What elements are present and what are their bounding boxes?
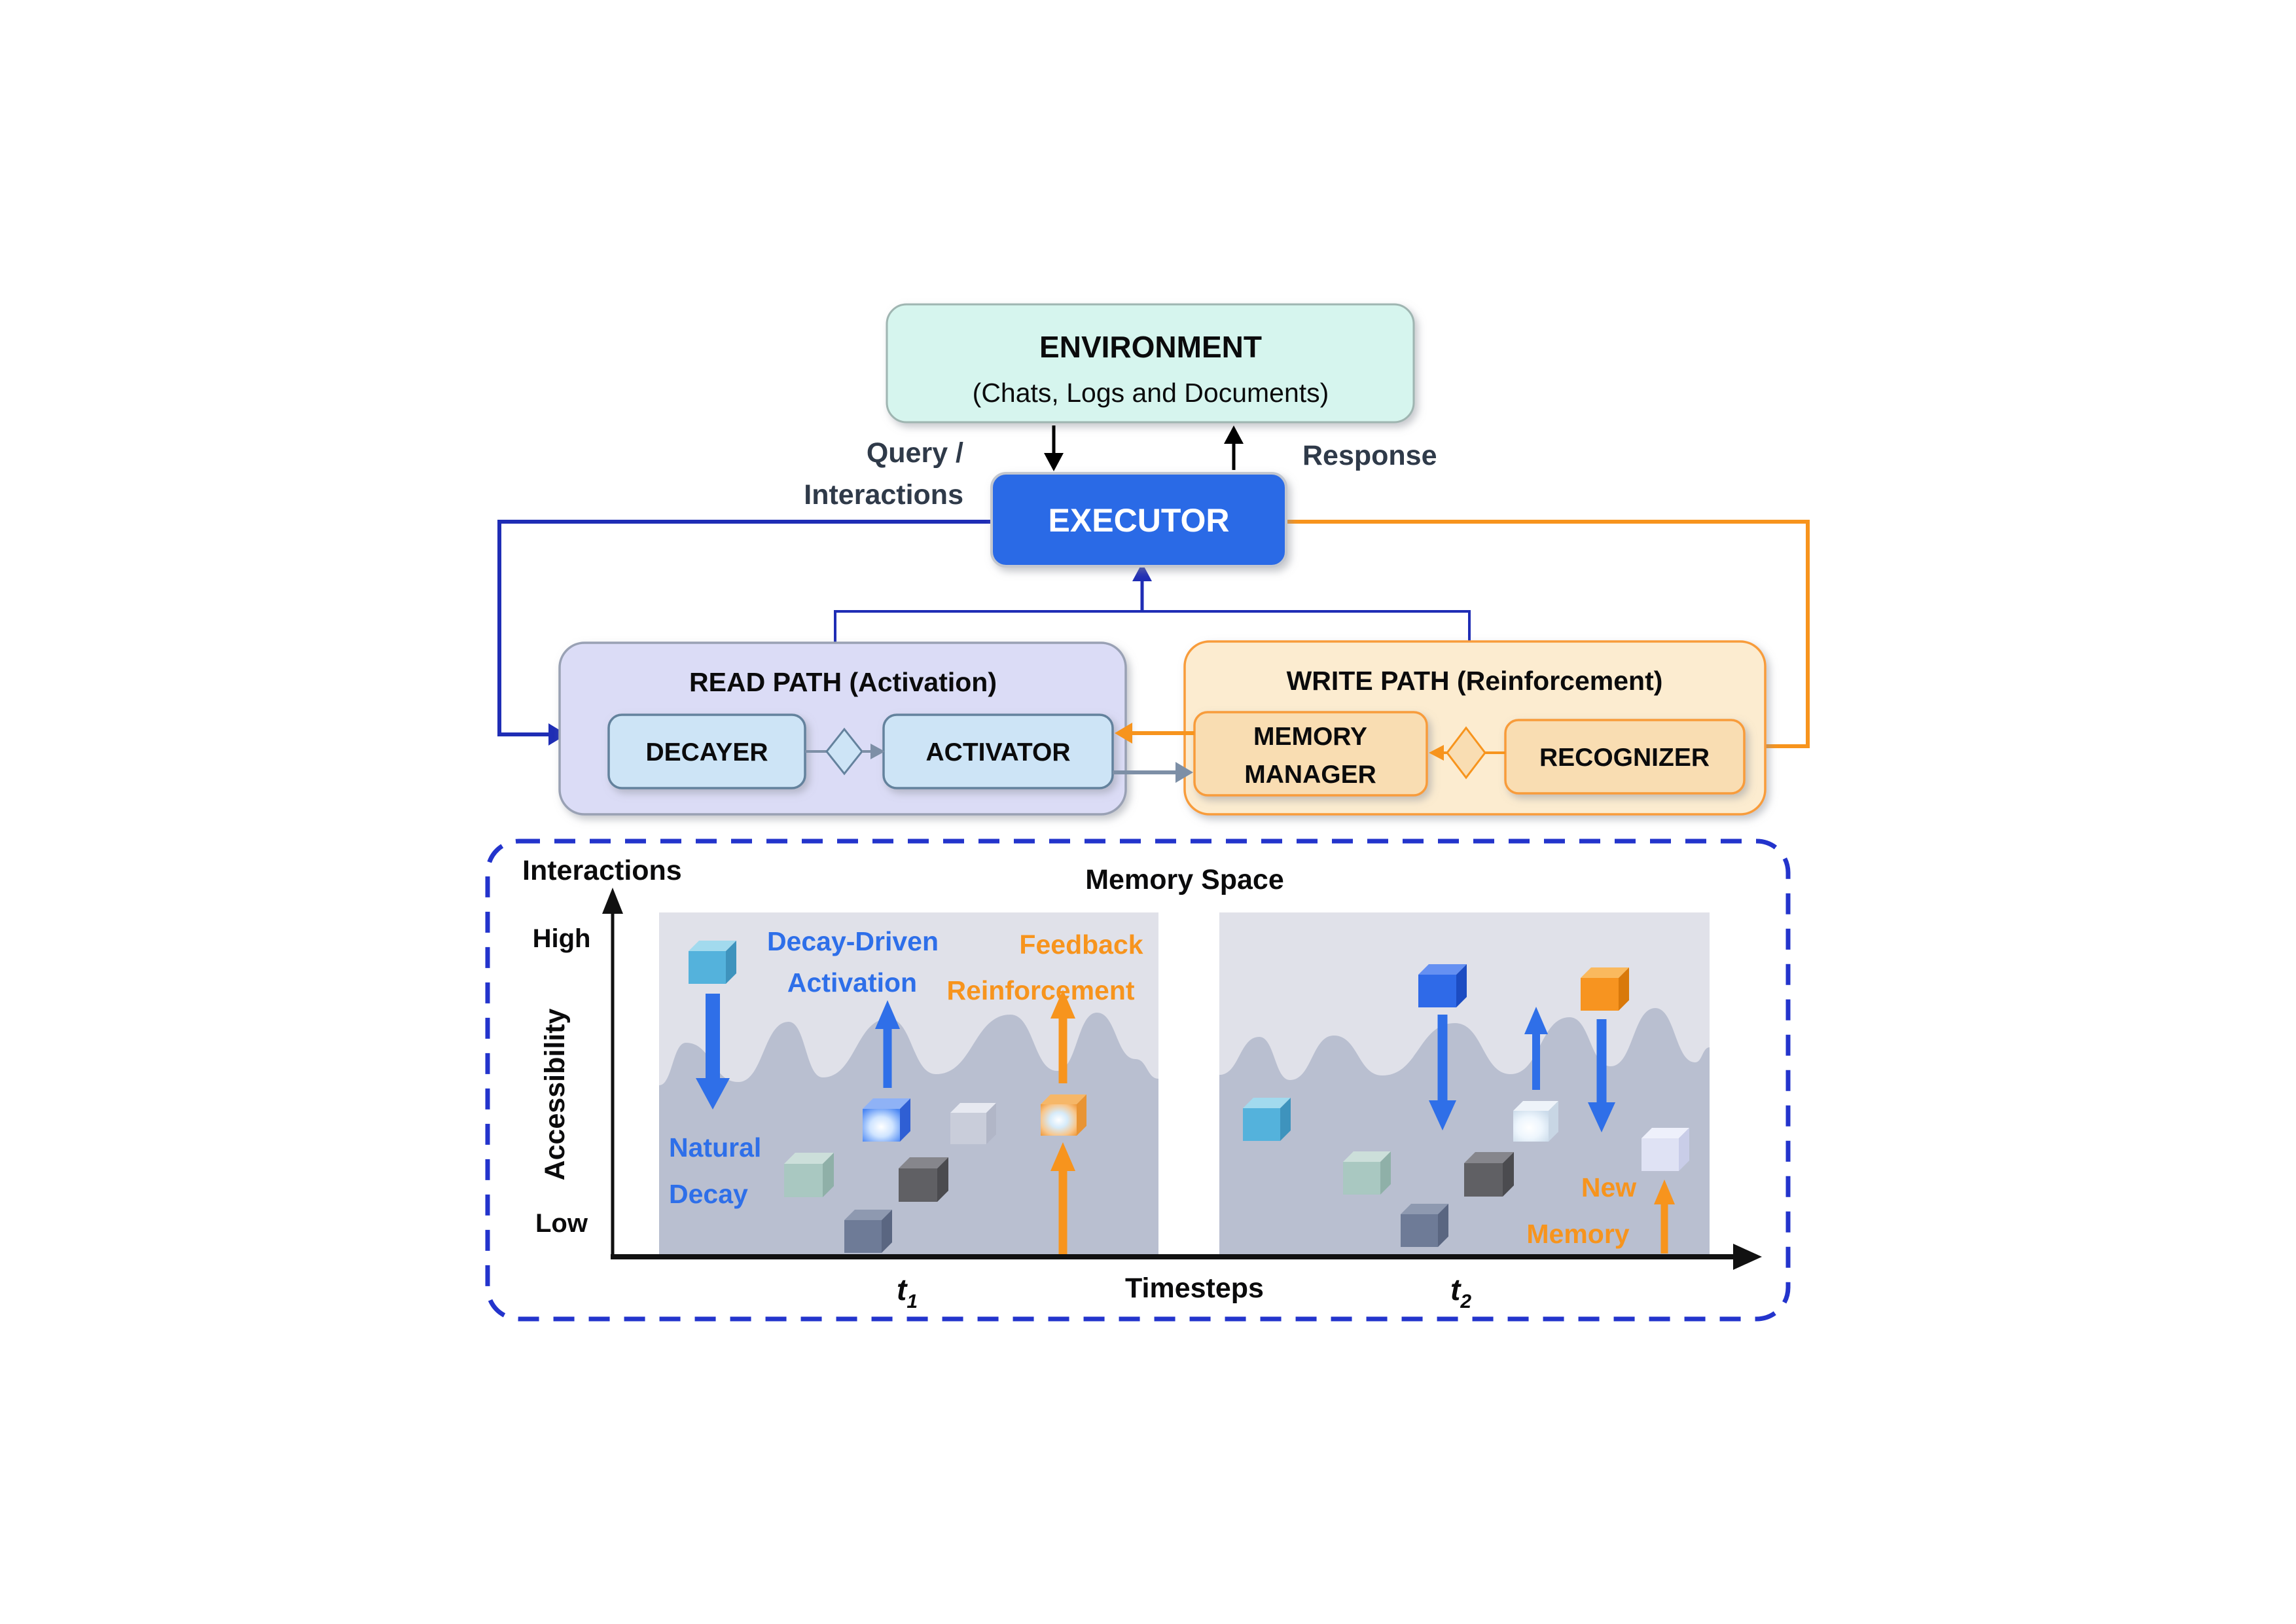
recognizer-box xyxy=(1504,719,1746,795)
activator-to-memorymanager-arrow xyxy=(1113,762,1193,783)
recognizer-label: RECOGNIZER xyxy=(1539,744,1710,772)
snapshot-t2-wave-layer xyxy=(1219,1008,1710,1255)
memory-cube-glowOrange xyxy=(1041,1094,1086,1136)
environment-title: ENVIRONMENT xyxy=(1039,330,1262,364)
t2-tick-label: t2 xyxy=(1450,1272,1471,1312)
new-memory-label-line1: New xyxy=(1581,1172,1636,1202)
panel-interactions-label: Interactions xyxy=(522,855,682,886)
memory-cube-blue xyxy=(1418,964,1467,1007)
decayer-label: DECAYER xyxy=(645,738,768,767)
paths-to-executor-connector xyxy=(834,563,1471,643)
y-axis-low-label: Low xyxy=(535,1209,588,1238)
snapshot-t1-wave-layer xyxy=(659,1013,1158,1255)
memory-cube-paleTeal xyxy=(1343,1151,1391,1195)
down-arrow-blue xyxy=(696,994,730,1110)
memory-cube-darkGray xyxy=(899,1157,948,1202)
memory-cube-orange xyxy=(1581,967,1629,1011)
executor-to-environment-arrow xyxy=(1224,425,1244,470)
executor-label: EXECUTOR xyxy=(1049,502,1230,539)
y-axis-label: Accessibility xyxy=(539,1008,571,1180)
environment-box xyxy=(886,303,1415,424)
accessibility-wave xyxy=(1219,1008,1710,1255)
memory-space-title: Memory Space xyxy=(1085,864,1284,895)
up-arrow-orange xyxy=(1654,1180,1675,1254)
memory-cube-glowBlue xyxy=(863,1098,910,1142)
memory-cube-glowWhite xyxy=(1513,1101,1558,1142)
environment-subtitle: (Chats, Logs and Documents) xyxy=(973,378,1329,408)
query-label-line2: Interactions xyxy=(804,479,963,511)
feedback-label-line1: Feedback xyxy=(1019,929,1143,960)
decay-driven-label-line2: Activation xyxy=(787,967,917,998)
down-arrow-blue xyxy=(1588,1019,1615,1132)
natural-decay-label-line1: Natural xyxy=(669,1132,761,1163)
write-path-title: WRITE PATH (Reinforcement) xyxy=(1287,666,1663,696)
x-axis xyxy=(611,1244,1762,1270)
t1-tick-label: t1 xyxy=(897,1272,918,1312)
up-arrow-blue xyxy=(875,1000,900,1088)
snapshot-t2-arrows xyxy=(1429,1007,1675,1254)
environment-to-executor-arrow xyxy=(1044,425,1064,471)
y-axis-high-label: High xyxy=(533,924,591,953)
down-arrow-blue xyxy=(1429,1015,1456,1130)
read-path-diamond xyxy=(825,727,863,776)
decayer-activator-connector xyxy=(805,727,885,776)
memory-cube-slateNavy xyxy=(1401,1204,1448,1247)
snapshot-t1-cubes xyxy=(689,941,1086,1253)
natural-decay-label-line2: Decay xyxy=(669,1179,748,1209)
memory-manager-label-line1: MEMORY xyxy=(1253,723,1367,751)
accessibility-wave xyxy=(659,1013,1158,1255)
query-label-line1: Query / xyxy=(867,437,963,469)
snapshot-t1-arrows xyxy=(696,990,1075,1255)
response-label: Response xyxy=(1302,440,1437,471)
memory-manager-label-line2: MANAGER xyxy=(1244,761,1376,789)
y-axis xyxy=(602,888,623,1259)
up-arrow-orange xyxy=(1050,990,1075,1083)
activator-label: ACTIVATOR xyxy=(926,738,1071,767)
memory-cube-darkGray xyxy=(1464,1152,1514,1197)
write-path-diamond xyxy=(1446,726,1486,780)
executor-readpath-loop xyxy=(497,520,992,746)
x-axis-label: Timesteps xyxy=(1125,1272,1264,1304)
memorymanager-to-activator-arrow xyxy=(1115,723,1194,744)
executor-box xyxy=(990,472,1287,568)
memory-cube-paleTeal xyxy=(784,1153,834,1197)
memory-cube-sky xyxy=(689,941,736,984)
feedback-label-line2: Reinforcement xyxy=(946,975,1134,1005)
memory-cube-sky xyxy=(1243,1098,1291,1141)
new-memory-label-line2: Memory xyxy=(1526,1219,1629,1249)
up-arrow-orange xyxy=(1050,1142,1075,1255)
snapshot-t2-cubes xyxy=(1243,964,1689,1247)
memory-cube-lavender xyxy=(1641,1128,1689,1171)
decay-driven-label-line1: Decay-Driven xyxy=(767,926,939,956)
memory-manager-box xyxy=(1193,711,1428,797)
memory-cube-paleGray xyxy=(950,1103,996,1144)
memory-cube-slateNavy xyxy=(844,1210,892,1253)
memory-space-dashed-border xyxy=(485,839,1791,1322)
up-arrow-blue xyxy=(1524,1007,1548,1090)
read-path-title: READ PATH (Activation) xyxy=(689,667,997,697)
recognizer-memorymanager-connector xyxy=(1429,726,1505,780)
